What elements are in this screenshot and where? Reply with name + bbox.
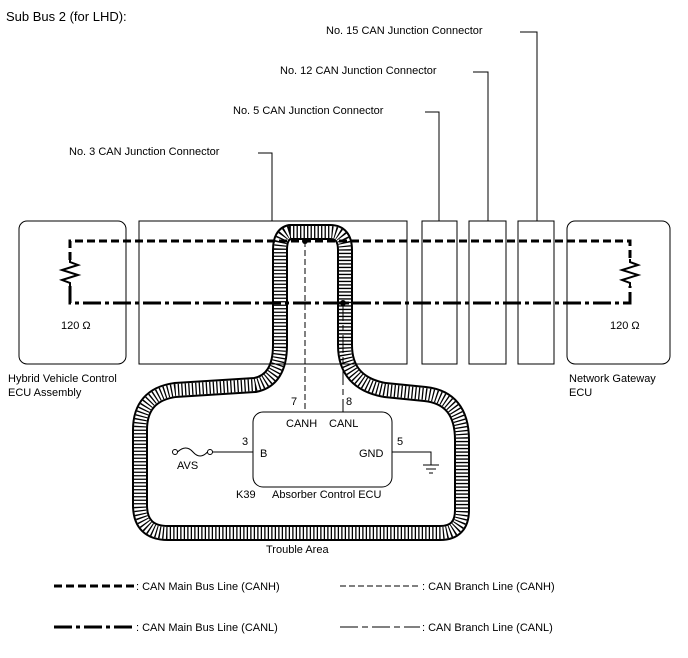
left-terminating-resistor-icon — [58, 259, 82, 287]
no5-connector-label: No. 5 CAN Junction Connector — [233, 105, 384, 117]
trouble-area-label: Trouble Area — [266, 544, 329, 556]
legend-main-canl-label: : CAN Main Bus Line (CANL) — [136, 622, 278, 634]
pin-gnd-number: 5 — [397, 436, 403, 448]
legend-main-canh-label: : CAN Main Bus Line (CANH) — [136, 581, 280, 593]
ground-wire — [392, 451, 432, 465]
absorber-ecu-name: Absorber Control ECU — [272, 489, 381, 501]
legend-branch-canl-label: : CAN Branch Line (CANL) — [422, 622, 553, 634]
fuse-icon — [172, 447, 213, 457]
no3-leader-line — [258, 152, 273, 221]
no15-leader-line — [520, 31, 538, 221]
pin-canh-label: CANH — [286, 418, 317, 430]
pin-b-label: B — [260, 448, 267, 460]
hybrid-ecu-name-line2: ECU Assembly — [8, 387, 82, 399]
pin-gnd-label: GND — [359, 448, 384, 460]
no15-connector-label: No. 15 CAN Junction Connector — [326, 25, 483, 37]
gateway-ecu-name-line2: ECU — [569, 387, 592, 399]
no3-connector-label: No. 3 CAN Junction Connector — [69, 146, 220, 158]
no3-junction-connector-box — [138, 220, 408, 365]
pin-b-number: 3 — [242, 436, 248, 448]
right-terminating-resistor-icon — [618, 259, 642, 287]
legend-branch-canh-label: : CAN Branch Line (CANH) — [422, 581, 555, 593]
no12-leader-line — [473, 71, 489, 221]
can-main-bus-canh — [68, 239, 632, 260]
gateway-ecu-name-line1: Network Gateway — [569, 373, 656, 385]
no12-connector-label: No. 12 CAN Junction Connector — [280, 65, 437, 77]
absorber-control-ecu-box — [252, 411, 393, 488]
pin-canl-label: CANL — [329, 418, 358, 430]
diagram-title: Sub Bus 2 (for LHD): — [6, 9, 127, 24]
hybrid-vehicle-control-ecu-box — [18, 220, 127, 365]
no5-leader-line — [425, 111, 440, 221]
left-resistance-label: 120 Ω — [61, 320, 91, 332]
ground-icon — [423, 464, 439, 474]
pin-canh-number: 7 — [291, 396, 297, 408]
power-source-label: AVS — [177, 460, 198, 472]
pin-canl-number: 8 — [346, 396, 352, 408]
canl-junction-dot — [340, 300, 346, 306]
absorber-ecu-code: K39 — [236, 489, 256, 501]
can-main-bus-canl — [68, 286, 632, 305]
right-resistance-label: 120 Ω — [610, 320, 640, 332]
network-gateway-ecu-box — [566, 220, 671, 365]
hybrid-ecu-name-line1: Hybrid Vehicle Control — [8, 373, 117, 385]
no15-junction-connector-box — [517, 220, 555, 365]
trouble-area-boundary — [132, 224, 470, 541]
canh-junction-dot — [302, 238, 308, 244]
